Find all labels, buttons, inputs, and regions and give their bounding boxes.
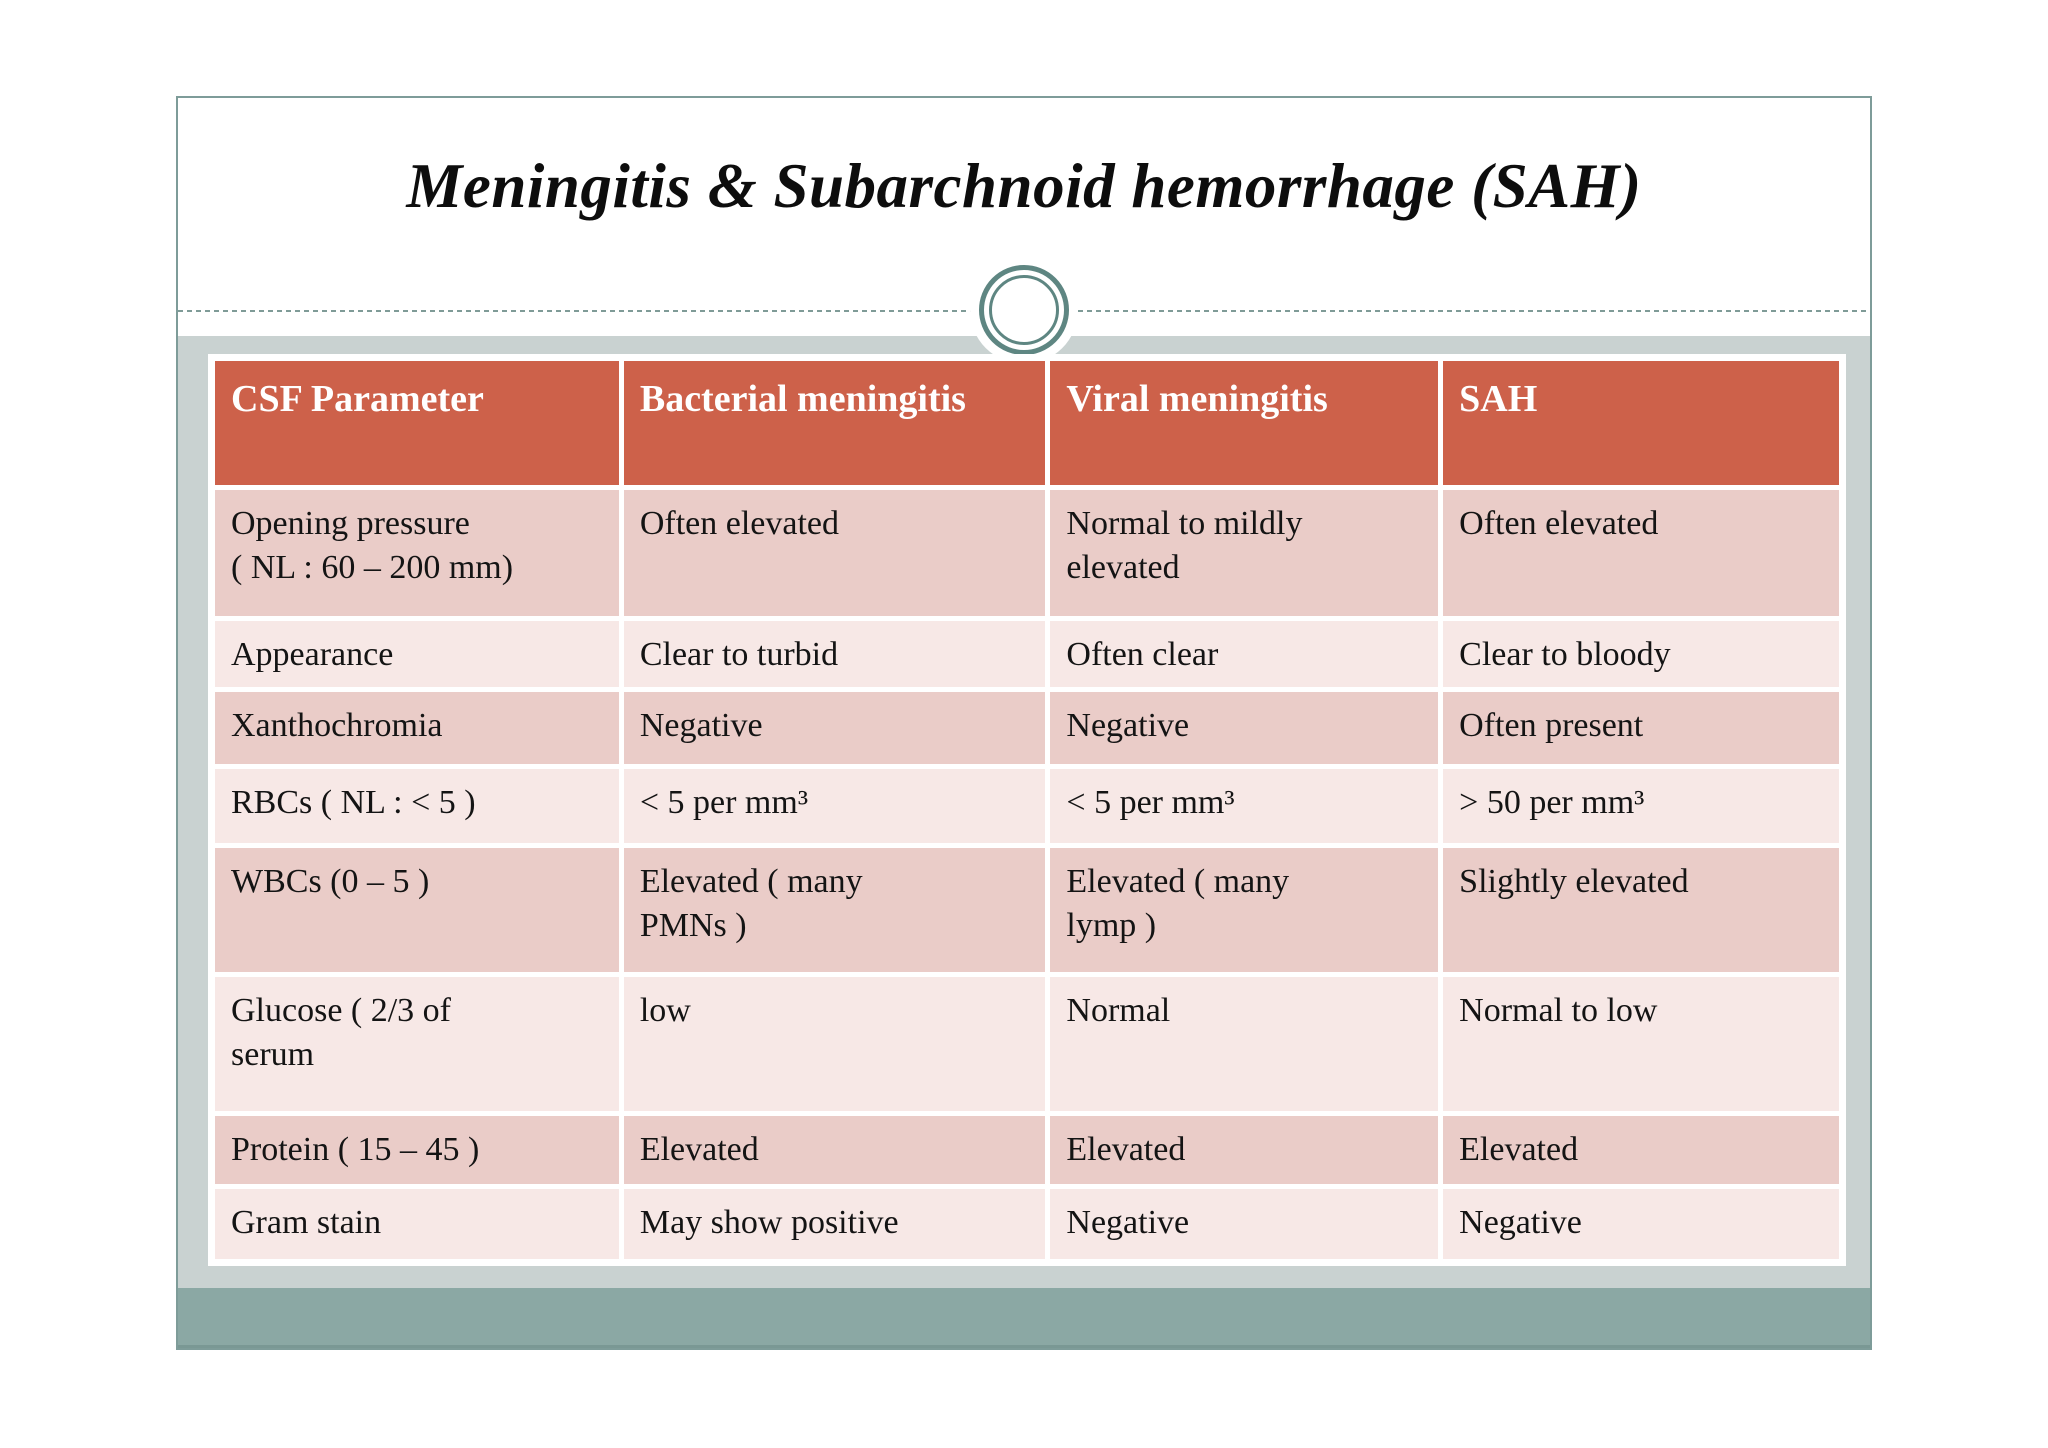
table-cell: Often elevated: [623, 490, 1046, 616]
table-row: Glucose ( 2/3 of serum low Normal Normal…: [215, 977, 1839, 1111]
table-cell: Normal to low: [1443, 977, 1839, 1111]
column-header-viral: Viral meningitis: [1050, 361, 1439, 485]
column-header-csf-parameter: CSF Parameter: [215, 361, 619, 485]
table-cell: Gram stain: [215, 1189, 619, 1259]
table-row: Opening pressure ( NL : 60 – 200 mm) Oft…: [215, 490, 1839, 616]
table-cell: > 50 per mm³: [1443, 769, 1839, 843]
table-cell: Elevated: [623, 1116, 1046, 1184]
table-cell: Negative: [1443, 1189, 1839, 1259]
table-cell: Elevated ( many lymp ): [1050, 848, 1439, 972]
table-cell: Elevated: [1050, 1116, 1439, 1184]
slide: Meningitis & Subarchnoid hemorrhage (SAH…: [176, 96, 1872, 1350]
table-cell: Clear to turbid: [623, 621, 1046, 687]
table-row: Appearance Clear to turbid Often clear C…: [215, 621, 1839, 687]
table-cell: Slightly elevated: [1443, 848, 1839, 972]
csf-comparison-table: CSF Parameter Bacterial meningitis Viral…: [210, 356, 1844, 1264]
table-cell: Elevated: [1443, 1116, 1839, 1184]
table-cell: Xanthochromia: [215, 692, 619, 764]
table-cell: Normal: [1050, 977, 1439, 1111]
ornament-ring-outer: [979, 265, 1069, 355]
table-row: Gram stain May show positive Negative Ne…: [215, 1189, 1839, 1259]
ornament-circle: [970, 256, 1078, 364]
table-cell: RBCs ( NL : < 5 ): [215, 769, 619, 843]
ornament-ring-inner: [989, 275, 1059, 345]
table-cell: Often present: [1443, 692, 1839, 764]
table-cell: Normal to mildly elevated: [1050, 490, 1439, 616]
table-cell: Glucose ( 2/3 of serum: [215, 977, 619, 1111]
slide-title: Meningitis & Subarchnoid hemorrhage (SAH…: [406, 151, 1642, 221]
table-cell: Clear to bloody: [1443, 621, 1839, 687]
table-cell: < 5 per mm³: [623, 769, 1046, 843]
column-header-bacterial: Bacterial meningitis: [623, 361, 1046, 485]
table-cell: Often elevated: [1443, 490, 1839, 616]
table-row: RBCs ( NL : < 5 ) < 5 per mm³ < 5 per mm…: [215, 769, 1839, 843]
table-row: Protein ( 15 – 45 ) Elevated Elevated El…: [215, 1116, 1839, 1184]
table-cell: Negative: [1050, 692, 1439, 764]
table-cell: Negative: [623, 692, 1046, 764]
table-cell: Appearance: [215, 621, 619, 687]
table-cell: WBCs (0 – 5 ): [215, 848, 619, 972]
table-row: Xanthochromia Negative Negative Often pr…: [215, 692, 1839, 764]
table-cell: low: [623, 977, 1046, 1111]
column-header-sah: SAH: [1443, 361, 1839, 485]
table-cell: Opening pressure ( NL : 60 – 200 mm): [215, 490, 619, 616]
table-cell: Negative: [1050, 1189, 1439, 1259]
header-row: CSF Parameter Bacterial meningitis Viral…: [215, 361, 1839, 485]
table-cell: < 5 per mm³: [1050, 769, 1439, 843]
table-row: WBCs (0 – 5 ) Elevated ( many PMNs ) Ele…: [215, 848, 1839, 972]
table-cell: Often clear: [1050, 621, 1439, 687]
table-cell: Elevated ( many PMNs ): [623, 848, 1046, 972]
csf-comparison-table-wrap: CSF Parameter Bacterial meningitis Viral…: [208, 354, 1846, 1266]
table-cell: May show positive: [623, 1189, 1046, 1259]
footer-accent-bar: [178, 1288, 1870, 1348]
table-cell: Protein ( 15 – 45 ): [215, 1116, 619, 1184]
